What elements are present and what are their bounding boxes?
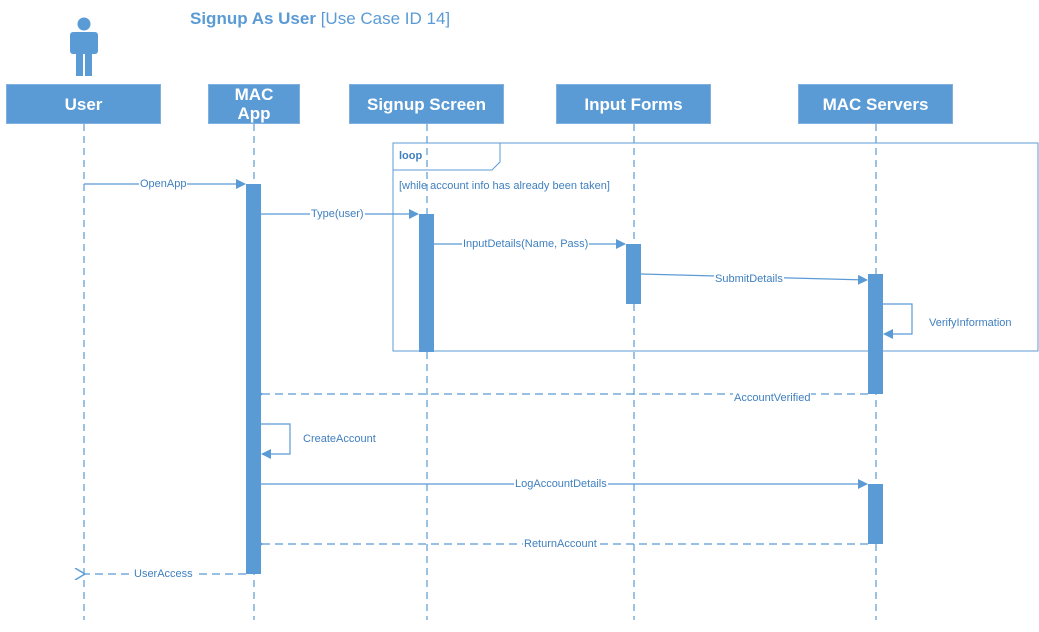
msg-return-account: ReturnAccount [523,538,598,550]
loop-guard: [while account info has already been tak… [399,180,610,192]
arrow-verify-information [883,303,913,339]
title-bold: Signup As User [190,9,316,28]
lifeline-head-mac-servers: MAC Servers [798,84,953,124]
lifeline-head-input-forms: Input Forms [556,84,711,124]
actor-icon [70,17,98,76]
arrow-create-account [261,423,291,459]
msg-user-access: UserAccess [133,568,194,580]
lifeline-head-signup-screen: Signup Screen [349,84,504,124]
msg-type-user: Type(user) [310,208,365,220]
diagram-title: Signup As User [Use Case ID 14] [190,9,450,29]
loop-frame [392,142,1039,352]
msg-input-details: InputDetails(Name, Pass) [462,238,590,250]
activation-signup-screen [419,214,434,352]
lifeline-head-mac-app: MAC App [208,84,300,124]
activation-mac-servers-1 [868,274,883,394]
activation-input-forms [626,244,641,304]
msg-log-account-details: LogAccountDetails [514,478,608,490]
lifeline-label: User [64,94,103,114]
title-id: [Use Case ID 14] [320,9,451,28]
lifeline-label: Signup Screen [366,94,487,114]
lifeline-head-user: User [6,84,161,124]
msg-create-account: CreateAccount [302,433,377,445]
lifeline-label: Input Forms [584,94,683,114]
lifeline-label: MAC App [234,85,274,123]
loop-label: loop [399,150,423,162]
msg-submit-details: SubmitDetails [714,273,784,285]
msg-open-app: OpenApp [139,178,188,190]
activation-mac-app [246,184,261,574]
msg-verify-information: VerifyInformation [928,317,1013,329]
msg-account-verified: AccountVerified [733,392,812,404]
lifeline-label: MAC Servers [822,94,929,114]
activation-mac-servers-2 [868,484,883,544]
